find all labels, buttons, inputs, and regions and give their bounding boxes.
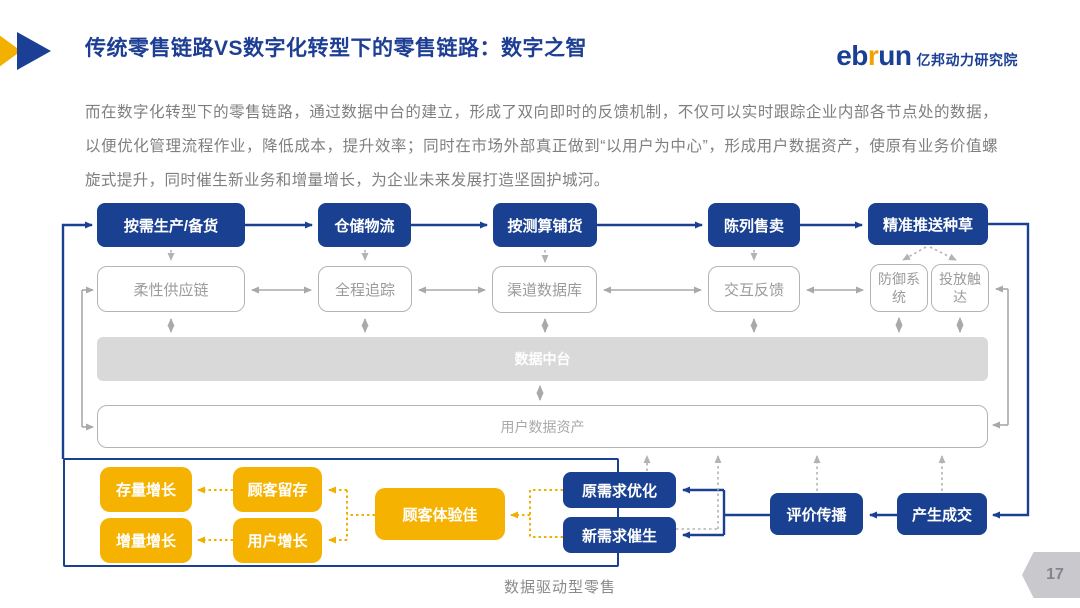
node-good-customer-experience: 顾客体验佳 xyxy=(375,488,505,540)
intro-paragraph: 而在数字化转型下的零售链路，通过数据中台的建立，形成了双向即时的反馈机制，不仅可… xyxy=(85,104,998,189)
node-deal-made: 产生成交 xyxy=(897,493,987,535)
node-user-growth: 用户增长 xyxy=(233,518,322,563)
logo-text: eb xyxy=(836,40,868,71)
node-precise-push: 精准推送种草 xyxy=(868,203,988,245)
node-flexible-supply-chain: 柔性供应链 xyxy=(97,266,245,312)
diagram-caption: 数据驱动型零售 xyxy=(504,579,617,596)
logo-text: un xyxy=(878,40,912,71)
node-display-sales: 陈列售卖 xyxy=(708,203,800,247)
node-full-tracking: 全程追踪 xyxy=(318,266,412,312)
logo-org-name: 亿邦动力研究院 xyxy=(916,52,1018,68)
node-interactive-feedback: 交互反馈 xyxy=(708,266,800,312)
node-ad-reach: 投放触达 xyxy=(931,264,989,312)
node-channel-database: 渠道数据库 xyxy=(492,266,597,313)
node-defense-system: 防御系统 xyxy=(870,264,928,312)
node-stock-growth: 存量增长 xyxy=(100,467,192,512)
header-chevron-blue-icon xyxy=(17,32,51,70)
node-new-demand-created: 新需求催生 xyxy=(563,517,676,553)
data-driven-retail-frame xyxy=(63,458,619,567)
node-calculated-distribution: 按测算铺货 xyxy=(493,203,597,247)
node-review-spread: 评价传播 xyxy=(770,493,863,535)
node-customer-retention: 顾客留存 xyxy=(233,467,322,512)
node-produce-on-demand: 按需生产/备货 xyxy=(97,203,245,247)
page-number: 17 xyxy=(1046,566,1064,583)
node-original-demand-optimized: 原需求优化 xyxy=(563,472,676,508)
logo-text-accent: r xyxy=(867,40,879,71)
bar-data-platform: 数据中台 xyxy=(97,337,988,381)
page-number-badge: 17 xyxy=(1022,552,1080,598)
node-incremental-growth: 增量增长 xyxy=(100,518,192,563)
page-title: 传统零售链路VS数字化转型下的零售链路：数字之智 xyxy=(85,37,588,60)
node-warehouse-logistics: 仓储物流 xyxy=(318,203,411,247)
bar-user-data-asset: 用户数据资产 xyxy=(97,405,988,448)
